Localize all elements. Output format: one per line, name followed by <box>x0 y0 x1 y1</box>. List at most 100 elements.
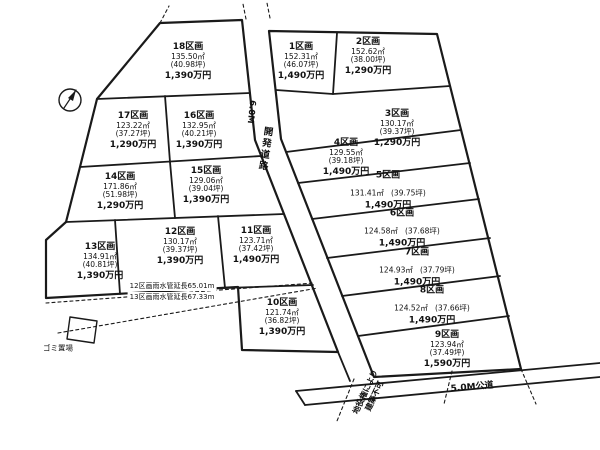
plot-name: 11区画 <box>240 226 272 237</box>
plot-tsubo: (37.66坪) <box>435 303 470 313</box>
plot-name: 1区画 <box>288 42 314 53</box>
plot-price: 1,490万円 <box>378 238 426 249</box>
plot-area: 124.93㎡ <box>379 265 413 275</box>
plot-label-15: 15区画 129.06㎡ (39.04坪) 1,390万円 <box>183 166 229 206</box>
plot-label-4: 4区画 129.55㎡ (39.18坪) 1,490万円 <box>323 138 369 178</box>
plot-price: 1,490万円 <box>322 167 370 178</box>
plot-label-6: 6区画 124.58㎡ (37.68坪) 1,490万円 <box>364 208 440 249</box>
plot-tsubo: (37.49坪) <box>429 348 465 358</box>
plot-price: 1,290万円 <box>109 140 157 151</box>
plot-price: 1,590万円 <box>423 359 471 370</box>
plot-name: 3区画 <box>384 109 410 120</box>
plot-tsubo: (46.07坪) <box>283 60 319 70</box>
garbage-box <box>66 316 98 344</box>
plot-area: 123.94㎡ <box>430 339 464 349</box>
plot-tsubo: (39.37坪) <box>162 245 198 255</box>
plot-price: 1,290万円 <box>373 138 421 149</box>
plot-name: 15区画 <box>190 166 222 177</box>
plot-tsubo: (51.98坪) <box>102 190 138 200</box>
plot-tsubo: (37.68坪) <box>405 226 440 236</box>
plot-name: 12区画 <box>164 227 196 238</box>
plot-area: 134.91㎡ <box>83 251 117 261</box>
plot-label-17: 17区画 123.22㎡ (37.27坪) 1,290万円 <box>110 111 156 151</box>
plot-price: 1,490万円 <box>408 315 456 326</box>
plot-name: 13区画 <box>84 242 116 253</box>
plot-name: 16区画 <box>183 111 215 122</box>
plot-name: 2区画 <box>355 37 381 48</box>
plot-area: 123.22㎡ <box>116 120 150 130</box>
plot-label-5: 5区画 131.41㎡ (39.75坪) 1,490万円 <box>350 170 426 211</box>
plot-area: 132.95㎡ <box>182 120 216 130</box>
plot-area: 171.86㎡ <box>103 181 137 191</box>
measure-note-13: 13区画雨水管延長67.33m <box>127 292 217 302</box>
dev-road-edge <box>337 351 351 382</box>
plot-tsubo: (37.27坪) <box>115 129 151 139</box>
plot-area: 130.17㎡ <box>163 236 197 246</box>
garbage-label: ゴミ置場 <box>43 343 73 353</box>
plot-label-11: 11区画 123.71㎡ (37.42坪) 1,490万円 <box>233 226 279 266</box>
plot-name: 18区画 <box>172 42 204 53</box>
plot-tsubo: (37.42坪) <box>238 244 274 254</box>
plot-name: 7区画 <box>404 247 430 258</box>
plot-area: 135.50㎡ <box>171 51 205 61</box>
plot-label-13: 13区画 134.91㎡ (40.81坪) 1,390万円 <box>77 242 123 282</box>
plot-price: 1,490万円 <box>364 200 412 211</box>
plot-name: 9区画 <box>434 330 460 341</box>
plot-price: 1,490万円 <box>232 255 280 266</box>
plot-tsubo: (40.81坪) <box>82 260 118 270</box>
plot-area: 123.71㎡ <box>239 235 273 245</box>
right-block-boundary <box>267 29 523 379</box>
public-road-lines <box>295 362 600 406</box>
plot-area: 121.74㎡ <box>265 307 299 317</box>
plot-tsubo: (36.82坪) <box>264 316 300 326</box>
plot-area: 129.06㎡ <box>189 175 223 185</box>
plot-label-16: 16区画 132.95㎡ (40.21坪) 1,390万円 <box>176 111 222 151</box>
plot-name: 5区画 <box>375 170 401 181</box>
plot-area: 124.58㎡ <box>364 226 398 236</box>
plot-tsubo: (37.79坪) <box>420 265 455 275</box>
compass-icon <box>58 88 82 112</box>
plot-label-12: 12区画 130.17㎡ (39.37坪) 1,390万円 <box>157 227 203 267</box>
plot-label-8: 8区画 124.52㎡ (37.66坪) 1,490万円 <box>394 285 470 326</box>
plot-name: 10区画 <box>266 298 298 309</box>
plot-area: 129.55㎡ <box>329 147 363 157</box>
plot-name: 8区画 <box>419 285 445 296</box>
plot-area: 124.52㎡ <box>394 303 428 313</box>
plot-name: 17区画 <box>117 111 149 122</box>
plot-label-7: 7区画 124.93㎡ (37.79坪) 1,490万円 <box>379 247 455 288</box>
plot-label-18: 18区画 135.50㎡ (40.98坪) 1,390万円 <box>165 42 211 82</box>
plot-name: 14区画 <box>104 172 136 183</box>
plot-tsubo: (40.98坪) <box>170 60 206 70</box>
plot-price: 1,290万円 <box>96 201 144 212</box>
plot-tsubo: (39.37坪) <box>379 127 415 137</box>
plot-label-14: 14区画 171.86㎡ (51.98坪) 1,290万円 <box>97 172 143 212</box>
plot-label-3: 3区画 130.17㎡ (39.37坪) 1,290万円 <box>374 109 420 149</box>
plot-price: 1,390万円 <box>175 140 223 151</box>
plot-price: 1,390万円 <box>156 256 204 267</box>
measure-note-12: 12区画雨水管延長65.01m <box>127 281 217 291</box>
plot-tsubo: (40.21坪) <box>181 129 217 139</box>
plot-price: 1,390万円 <box>164 71 212 82</box>
plot-price: 1,390万円 <box>76 271 124 282</box>
plot-name: 4区画 <box>333 138 359 149</box>
plot-tsubo: (39.18坪) <box>328 156 364 166</box>
plot-area: 152.31㎡ <box>284 51 318 61</box>
plot-tsubo: (39.04坪) <box>188 184 224 194</box>
plot-label-9: 9区画 123.94㎡ (37.49坪) 1,590万円 <box>424 330 470 370</box>
plot-area: 131.41㎡ <box>350 188 384 198</box>
right-block-plot-lines <box>275 32 510 337</box>
plot-name: 6区画 <box>389 208 415 219</box>
plot-price: 1,490万円 <box>393 277 441 288</box>
plot-label-1: 1区画 152.31㎡ (46.07坪) 1,490万円 <box>278 42 324 82</box>
plot-tsubo: (39.75坪) <box>391 188 426 198</box>
plot-label-2: 2区画 152.62㎡ (38.00坪) 1,290万円 <box>345 37 391 77</box>
plot-area: 152.62㎡ <box>351 46 385 56</box>
plot-area: 130.17㎡ <box>380 118 414 128</box>
plot-tsubo: (38.00坪) <box>350 55 386 65</box>
plot-price: 1,290万円 <box>344 66 392 77</box>
plot-label-10: 10区画 121.74㎡ (36.82坪) 1,390万円 <box>259 298 305 338</box>
plot-price: 1,390万円 <box>258 327 306 338</box>
plot-price: 1,390万円 <box>182 195 230 206</box>
